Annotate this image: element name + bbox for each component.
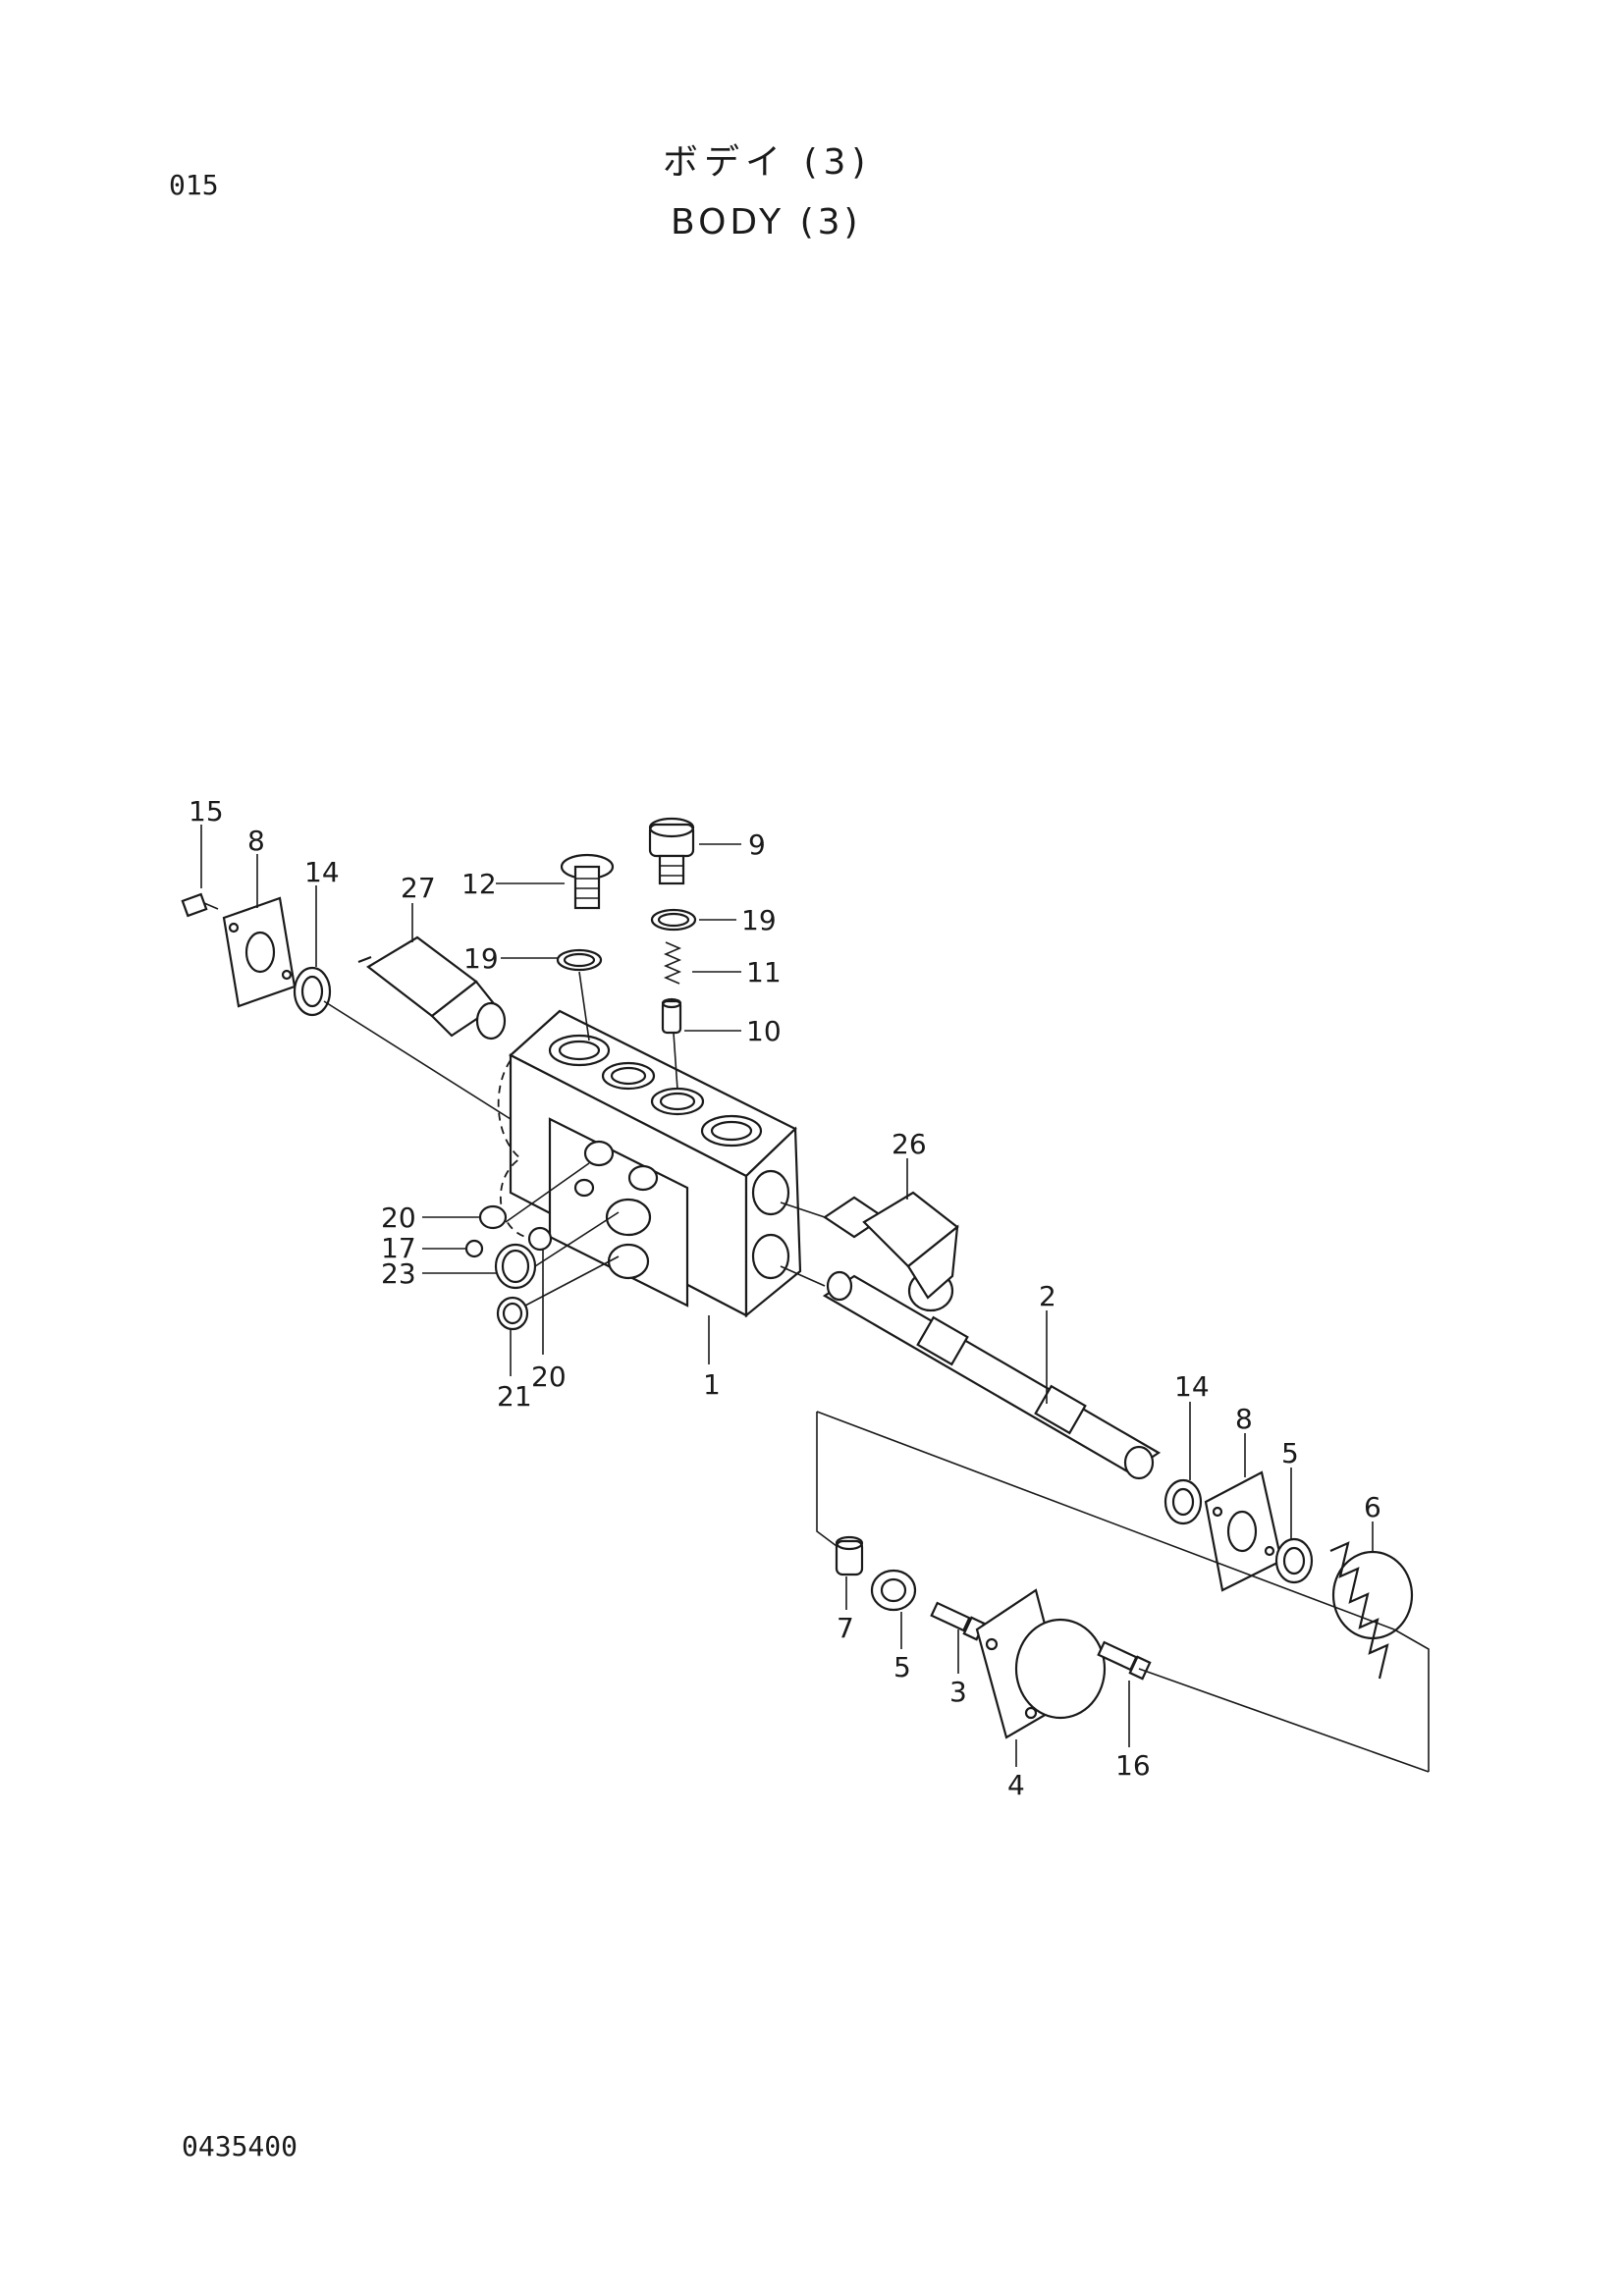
callout-15: 15 [189, 795, 224, 828]
part-16-bolt [1097, 1640, 1152, 1681]
callout-14: 14 [1174, 1370, 1210, 1403]
callout-19: 19 [741, 904, 777, 936]
part-19-oring-b [650, 908, 697, 932]
part-10-poppet [661, 997, 682, 1035]
title-english: BODY (3) [671, 202, 862, 242]
part-12-plug [560, 853, 615, 910]
title-japanese: ボデイ (3) [663, 142, 872, 183]
callout-26: 26 [892, 1128, 927, 1160]
part-2-spool [822, 1270, 1162, 1480]
part-15-screw [181, 892, 219, 918]
callout-16: 16 [1115, 1749, 1151, 1782]
callout-21: 21 [497, 1380, 532, 1413]
part-9-plug [648, 817, 695, 885]
part-19-oring-a [556, 948, 603, 972]
callout-5: 5 [1281, 1437, 1299, 1469]
callout-20: 20 [531, 1361, 567, 1393]
callout-2: 2 [1039, 1280, 1056, 1312]
callout-labels: 15 8 14 27 12 19 9 19 11 10 26 20 17 23 … [189, 795, 1381, 1801]
part-8-flange-left [222, 896, 297, 1008]
part-7-stopper [835, 1535, 864, 1576]
callout-9: 9 [748, 828, 766, 861]
assembly-lines [323, 971, 1430, 1773]
callout-14: 14 [304, 856, 340, 888]
callout-20: 20 [381, 1201, 416, 1234]
part-5-spring-seat-bottom [870, 1569, 917, 1612]
part-14-seal-left [293, 966, 332, 1017]
drawing-number: 0435400 [182, 2130, 298, 2163]
part-6-spring [1329, 1541, 1414, 1680]
callout-17: 17 [381, 1232, 416, 1264]
callout-6: 6 [1364, 1491, 1381, 1523]
part-23-oring [494, 1243, 537, 1290]
callout-8: 8 [1235, 1403, 1253, 1435]
part-20-oring-a [478, 1204, 508, 1230]
callout-11: 11 [746, 956, 782, 988]
part-17-oring [464, 1239, 484, 1258]
part-4-cap [975, 1588, 1107, 1739]
callout-27: 27 [401, 872, 436, 904]
callout-10: 10 [746, 1015, 782, 1047]
leader-lines [200, 825, 1374, 1767]
callout-8: 8 [247, 825, 265, 857]
callout-19: 19 [463, 942, 499, 975]
callout-12: 12 [461, 868, 497, 900]
callout-7: 7 [837, 1612, 854, 1644]
callout-3: 3 [949, 1676, 967, 1708]
part-21-oring [496, 1296, 529, 1331]
callout-1: 1 [703, 1368, 721, 1401]
part-27-relief-valve [357, 935, 507, 1041]
part-5-spring-seat-right [1274, 1537, 1314, 1584]
callout-4: 4 [1007, 1769, 1025, 1801]
part-11-spring [663, 941, 682, 985]
part-26-relief-valve [823, 1191, 959, 1312]
part-20-oring-b [527, 1226, 553, 1252]
callout-5: 5 [893, 1651, 911, 1683]
part-14-seal-right [1163, 1478, 1203, 1525]
callout-23: 23 [381, 1257, 416, 1290]
page-code: 015 [169, 169, 219, 201]
